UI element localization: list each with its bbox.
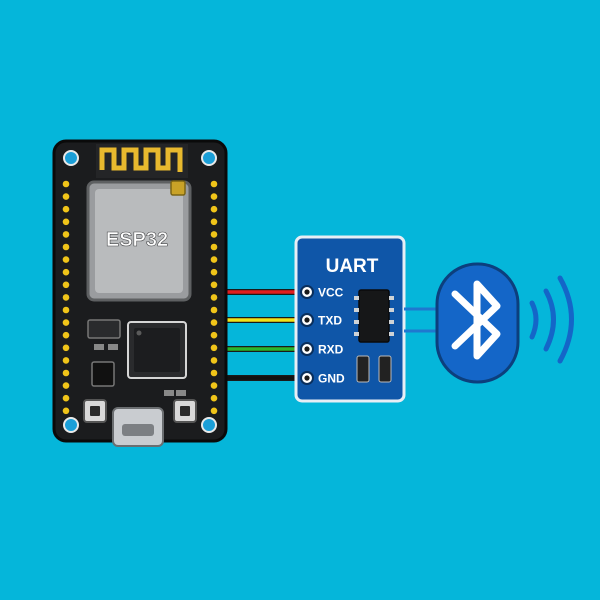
header-pin	[210, 394, 218, 402]
chip-leg	[354, 296, 359, 300]
smd-part	[164, 390, 174, 396]
reset-button-cap	[180, 406, 190, 416]
regulator	[87, 319, 121, 339]
transistor	[91, 361, 115, 387]
header-pin	[210, 294, 218, 301]
header-pin	[62, 193, 70, 200]
header-pin	[210, 319, 218, 326]
chip-leg	[389, 332, 394, 336]
header-pin	[210, 382, 218, 389]
header-pin	[210, 243, 218, 251]
uart-pin-label: VCC	[318, 286, 344, 300]
smd-part	[94, 344, 104, 350]
esp32-board: ESP32	[52, 139, 228, 447]
header-pin	[62, 243, 70, 251]
chip-body	[134, 328, 180, 372]
header-pin	[62, 231, 70, 238]
uart-pin-hole	[304, 375, 310, 381]
chip-leg	[389, 296, 394, 300]
pcb-antenna	[96, 144, 188, 178]
usb-opening	[122, 424, 154, 436]
header-pin	[210, 407, 218, 415]
mount-hole	[63, 150, 79, 166]
header-pin	[210, 281, 218, 289]
header-pin	[62, 281, 70, 289]
chip-leg	[354, 332, 359, 336]
header-pin	[210, 331, 218, 339]
uart-chip-legs	[354, 296, 394, 336]
chip-leg	[354, 308, 359, 312]
uart-pin-label: GND	[318, 372, 345, 386]
signal-wave-3	[557, 275, 574, 364]
header-pin	[210, 256, 218, 263]
esp32-label: ESP32	[106, 229, 168, 251]
header-pin	[210, 193, 218, 200]
signal-wave-1	[529, 300, 539, 340]
uart-pin-label: TXD	[318, 314, 342, 328]
header-pin	[62, 331, 70, 339]
smd-capacitor	[356, 355, 370, 383]
header-pin	[62, 344, 70, 352]
bluetooth-rune	[451, 280, 501, 360]
header-pin	[62, 306, 70, 314]
mount-hole	[201, 417, 217, 433]
smd-part	[108, 344, 118, 350]
header-pin	[210, 268, 218, 276]
uart-pin-row: VCC TXD RXD GND	[300, 285, 345, 386]
chip-dot	[136, 330, 142, 336]
header-pins-left	[62, 180, 70, 415]
header-pin	[210, 205, 218, 213]
header-pin	[62, 319, 70, 326]
header-pin	[62, 382, 70, 389]
uart-pin-hole	[304, 346, 310, 352]
boot-button-cap	[90, 406, 100, 416]
header-pin	[62, 205, 70, 213]
shield-corner-pad	[170, 180, 186, 196]
header-pins-right	[210, 180, 218, 415]
signal-waves-icon	[529, 275, 574, 364]
header-pin	[210, 231, 218, 238]
uart-title: UART	[326, 256, 379, 277]
header-pin	[62, 268, 70, 276]
smd-part	[176, 390, 186, 396]
header-pin	[210, 369, 218, 377]
uart-chip	[358, 289, 390, 343]
bluetooth-icon	[435, 262, 520, 384]
chip-leg	[389, 320, 394, 324]
chip-leg	[354, 320, 359, 324]
mount-hole	[201, 150, 217, 166]
header-pin	[210, 306, 218, 314]
esp32-components	[83, 319, 197, 447]
signal-wave-2	[543, 288, 556, 352]
header-pin	[62, 256, 70, 263]
header-pin	[210, 180, 218, 188]
uart-pin-label: RXD	[318, 343, 344, 357]
header-pin	[62, 294, 70, 301]
header-pin	[62, 180, 70, 188]
smd-capacitor	[378, 355, 392, 383]
shield-inner	[95, 189, 183, 293]
header-pin	[210, 218, 218, 226]
header-pin	[62, 369, 70, 377]
uart-pin-hole	[304, 289, 310, 295]
header-pin	[62, 407, 70, 415]
uart-module: UART VCC TXD RXD GND	[294, 235, 406, 403]
header-pin	[62, 357, 70, 364]
header-pin	[62, 394, 70, 402]
uart-pcb	[294, 235, 406, 403]
header-pin	[62, 218, 70, 226]
uart-pin-hole	[304, 317, 310, 323]
antenna-trace	[99, 147, 183, 172]
header-pin	[210, 357, 218, 364]
mount-hole	[63, 417, 79, 433]
chip-leg	[389, 308, 394, 312]
header-pin	[210, 344, 218, 352]
